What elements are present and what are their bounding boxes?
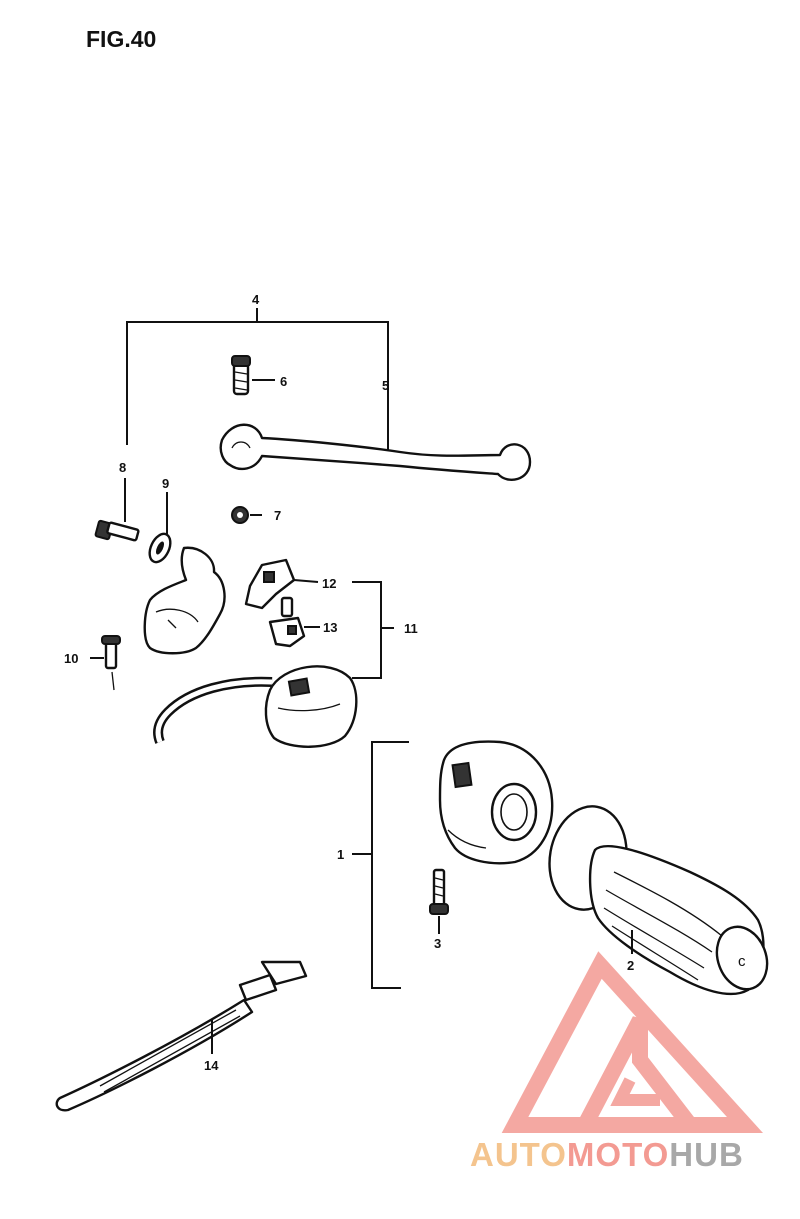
callout-8: 8 [119, 460, 126, 475]
screw-3 [429, 868, 449, 934]
bolt-8 [94, 478, 140, 542]
callout-12: 12 [322, 576, 336, 591]
callout-6: 6 [280, 374, 287, 389]
lever-holder [143, 546, 226, 655]
cable-tie-14 [55, 960, 308, 1112]
callout-2: 2 [627, 958, 634, 973]
bracket-11 [352, 581, 394, 679]
callout-1: 1 [337, 847, 344, 862]
watermark-moto: MOTO [566, 1136, 670, 1173]
bracket-1 [352, 741, 409, 989]
figure-title: FIG.40 [86, 26, 157, 52]
switch-part-13 [268, 596, 320, 648]
callout-13: 13 [323, 620, 337, 635]
screw-10 [90, 635, 121, 691]
watermark-brand: AUTOMOTOHUB [470, 1136, 744, 1174]
switch-assembly-11 [153, 665, 358, 748]
washer-9 [148, 492, 172, 564]
callout-9: 9 [162, 476, 169, 491]
bolt-6 [231, 355, 275, 396]
nut-7 [231, 506, 262, 524]
callout-10: 10 [64, 651, 78, 666]
callout-5: 5 [382, 378, 389, 393]
callout-11: 11 [404, 621, 418, 636]
svg-text:c: c [738, 953, 746, 970]
throttle-housing-1 [438, 740, 554, 865]
bracket-4 [126, 308, 389, 445]
callout-7: 7 [274, 508, 281, 523]
clutch-lever-5 [219, 423, 532, 481]
watermark-logo [501, 951, 764, 1133]
watermark-hub: HUB [669, 1136, 744, 1173]
callout-3: 3 [434, 936, 441, 951]
callout-14: 14 [204, 1058, 219, 1073]
callout-4: 4 [252, 292, 260, 307]
handle-grip-2: c [548, 805, 769, 996]
switch-part-12 [244, 558, 319, 610]
watermark-auto: AUTO [470, 1136, 567, 1173]
